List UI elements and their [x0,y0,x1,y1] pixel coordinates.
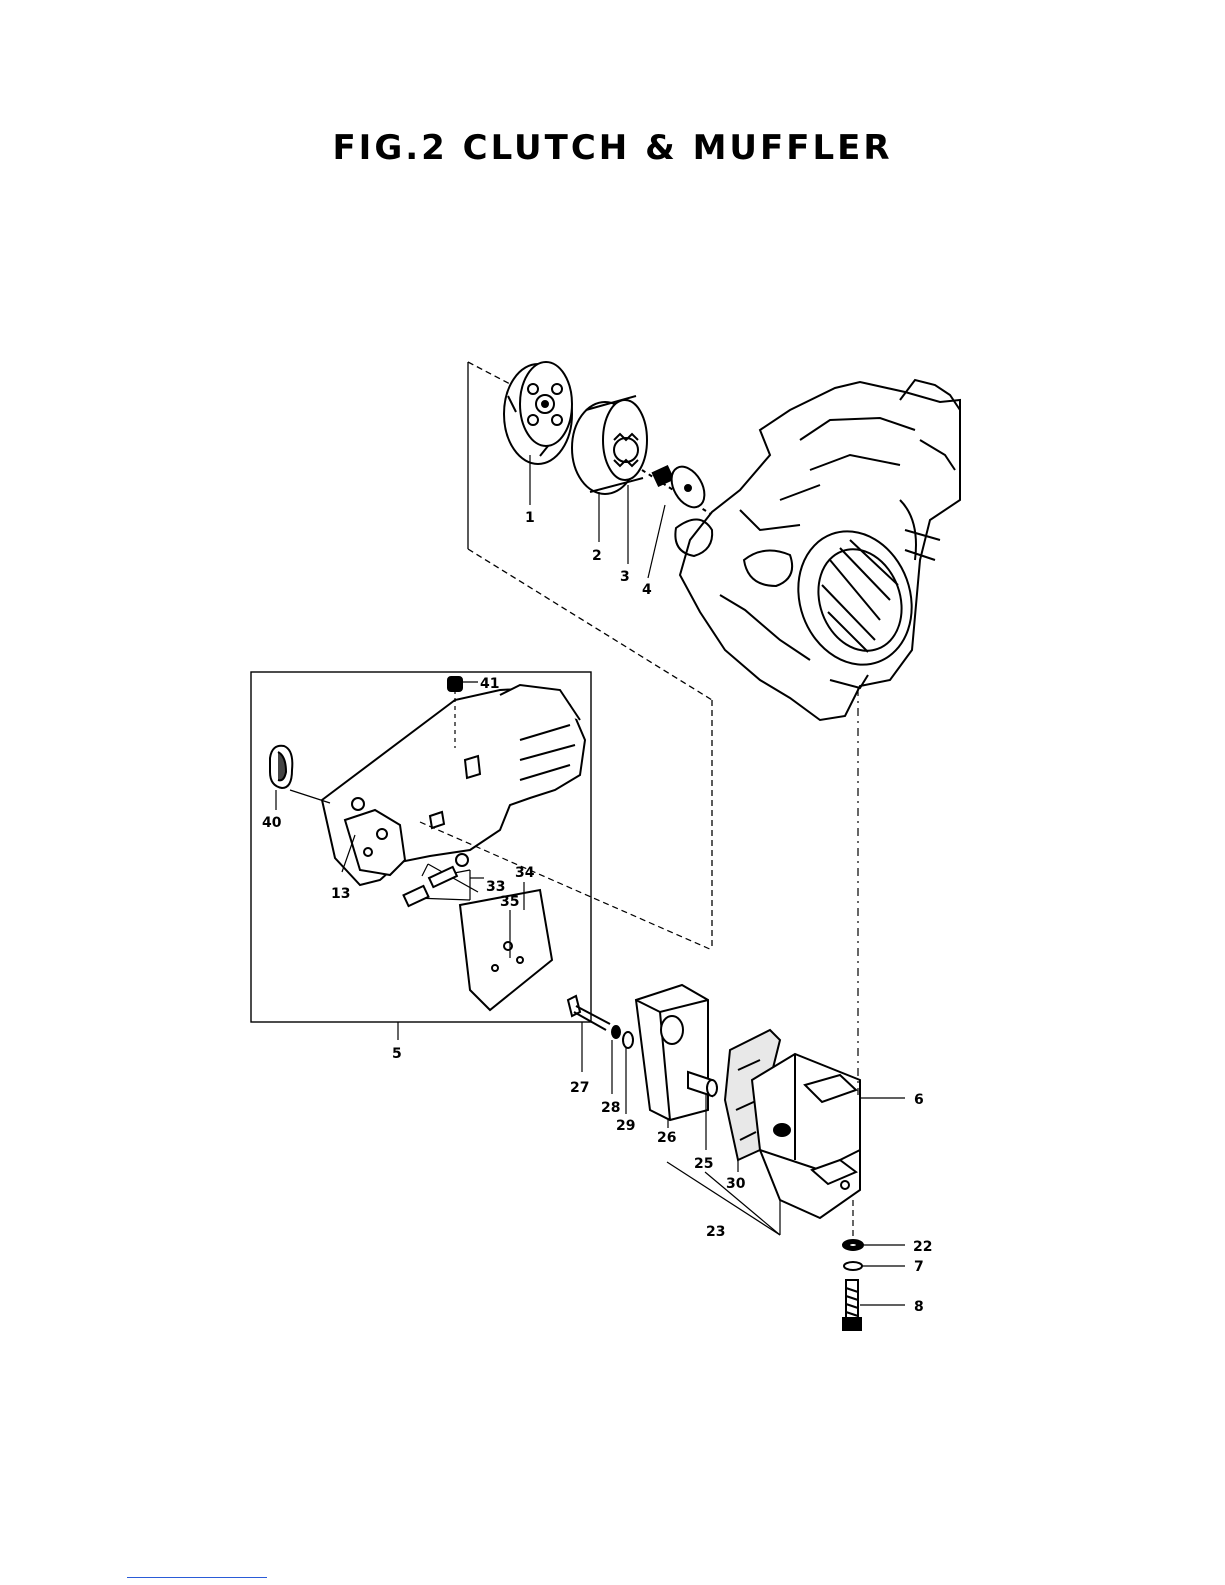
footer-link-underline [127,1577,267,1578]
part-clutch-drum [572,396,647,494]
part-plug-41 [448,677,462,691]
part-clutch [504,362,572,464]
callout-30: 30 [726,1176,746,1192]
muffler-cover [636,985,708,1120]
callout-2: 2 [592,548,602,564]
callout-8: 8 [914,1299,924,1315]
callout-28: 28 [601,1100,620,1116]
part-chain-brake-cover [322,685,585,1010]
callout-26: 26 [657,1130,676,1146]
callout-29: 29 [616,1118,635,1134]
callout-35: 35 [500,894,519,910]
engine-crankcase [675,380,960,720]
part-lockwasher-28 [612,1026,620,1038]
part-bolt-8 [843,1280,861,1330]
part-bolt-27 [568,996,610,1030]
callout-13: 13 [331,886,350,902]
callout-4: 4 [642,582,652,598]
callout-23: 23 [706,1224,725,1240]
callout-34: 34 [515,865,535,881]
callout-1: 1 [525,510,535,526]
part-washer-22 [843,1240,863,1250]
callout-3: 3 [620,569,630,585]
part-cap-40 [270,746,292,788]
part-muffler-body [752,1054,860,1218]
part-washer-29 [623,1032,633,1048]
callout-40: 40 [262,815,282,831]
callout-7: 7 [914,1259,924,1275]
part-washer [665,461,711,513]
callout-33: 33 [486,879,505,895]
callout-6: 6 [914,1092,924,1108]
callout-27: 27 [570,1080,589,1096]
callout-22: 22 [913,1239,932,1255]
callout-5: 5 [392,1046,402,1062]
callout-25: 25 [694,1156,713,1172]
callout-41: 41 [480,676,499,692]
part-lockwasher-7 [844,1262,862,1270]
